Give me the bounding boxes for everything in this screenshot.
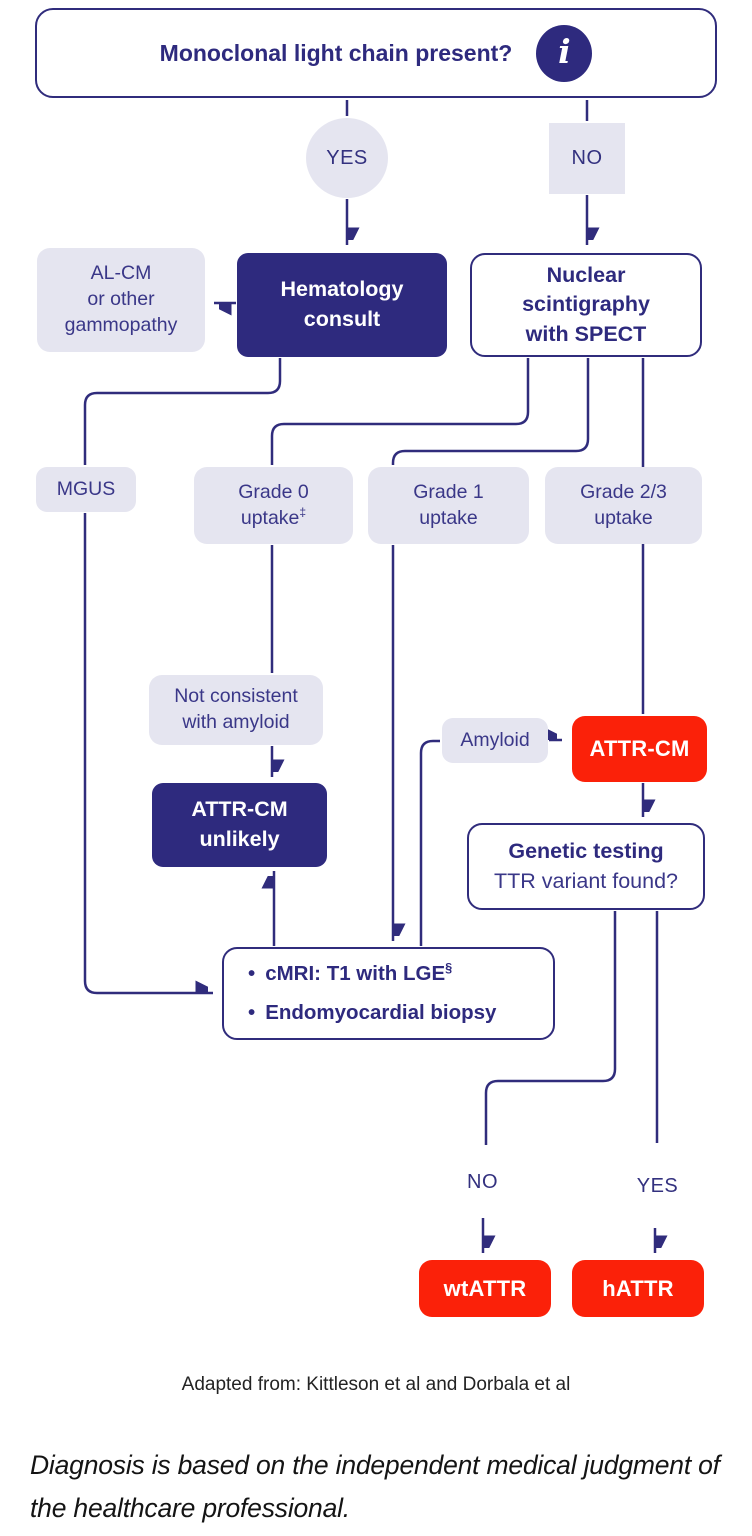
- cmri-bullet-line: • cMRI: T1 with LGE§: [248, 955, 452, 994]
- node-mgus: MGUS: [36, 467, 136, 512]
- node-grade-0-uptake: Grade 0 uptake‡: [194, 467, 353, 544]
- edge-nuclear-grade0: [270, 358, 530, 465]
- node-hattr: hATTR: [572, 1260, 704, 1317]
- al-cm-line: gammopathy: [64, 313, 178, 336]
- footnote-marker: §: [445, 959, 453, 975]
- branch-yes-top: YES: [306, 118, 388, 198]
- not-consistent-line: Not consistent: [174, 685, 298, 708]
- node-attr-cm: ATTR-CM: [572, 716, 707, 782]
- adapted-from-credit: Adapted from: Kittleson et al and Dorbal…: [181, 1374, 571, 1395]
- nuclear-line: with SPECT: [525, 321, 647, 346]
- grade1-line: Grade 1: [413, 480, 484, 503]
- cmri-bullet-line: • Endomyocardial biopsy: [248, 994, 496, 1033]
- grade0-line: uptake‡: [240, 505, 307, 529]
- node-grade-23-uptake: Grade 2/3 uptake: [545, 467, 702, 544]
- node-nuclear-scintigraphy: Nuclear scintigraphy with SPECT: [470, 253, 702, 357]
- info-icon[interactable]: i: [536, 24, 593, 82]
- bullet-icon: •: [248, 1000, 256, 1024]
- node-amyloid: Amyloid: [442, 718, 548, 763]
- edge-cmri-amyloid: [419, 739, 440, 946]
- hematology-line: Hematology: [280, 277, 404, 302]
- cmri-text: cMRI: T1 with LGE§: [265, 959, 453, 985]
- nuclear-line: scintigraphy: [522, 292, 650, 317]
- edge-genetic-no: [484, 911, 617, 1145]
- grade23-line: uptake: [594, 506, 653, 529]
- question-label: Monoclonal light chain present?: [159, 39, 513, 66]
- node-attr-cm-unlikely: ATTR-CM unlikely: [152, 783, 327, 867]
- al-cm-line: or other: [87, 288, 155, 311]
- node-not-consistent-amyloid: Not consistent with amyloid: [149, 675, 323, 745]
- node-grade-1-uptake: Grade 1 uptake: [368, 467, 529, 544]
- edge-hematology-mgus: [83, 358, 282, 465]
- node-hematology-consult: Hematology consult: [237, 253, 447, 357]
- attr-unlikely-line: unlikely: [199, 827, 280, 851]
- edge-mgus-cmri: [83, 513, 213, 995]
- branch-no-genetic: NO: [467, 1170, 498, 1193]
- attr-unlikely-line: ATTR-CM: [191, 797, 288, 822]
- nuclear-line: Nuclear: [546, 262, 626, 287]
- node-genetic-testing: Genetic testing TTR variant found?: [467, 823, 705, 910]
- node-wtattr: wtATTR: [419, 1260, 551, 1317]
- branch-no-top: NO: [549, 123, 625, 194]
- hematology-line: consult: [303, 307, 381, 331]
- footnote-marker: ‡: [299, 505, 307, 519]
- branch-yes-genetic: YES: [636, 1174, 679, 1197]
- grade23-line: Grade 2/3: [580, 480, 667, 503]
- disclaimer-text: Diagnosis is based on the independent me…: [30, 1450, 720, 1523]
- edge-nuclear-grade1: [391, 358, 590, 465]
- biopsy-text: Endomyocardial biopsy: [265, 1000, 497, 1024]
- node-cmri-biopsy: • cMRI: T1 with LGE§ • Endomyocardial bi…: [222, 947, 555, 1040]
- al-cm-line: AL-CM: [90, 262, 152, 285]
- genetic-testing-question: TTR variant found?: [493, 868, 679, 893]
- bullet-icon: •: [248, 961, 256, 985]
- not-consistent-line: with amyloid: [182, 711, 290, 733]
- genetic-testing-title: Genetic testing: [508, 838, 664, 863]
- grade1-line: uptake: [419, 506, 478, 529]
- grade0-line: Grade 0: [238, 480, 309, 503]
- question-node: Monoclonal light chain present? i: [35, 8, 717, 98]
- node-al-cm: AL-CM or other gammopathy: [37, 248, 205, 352]
